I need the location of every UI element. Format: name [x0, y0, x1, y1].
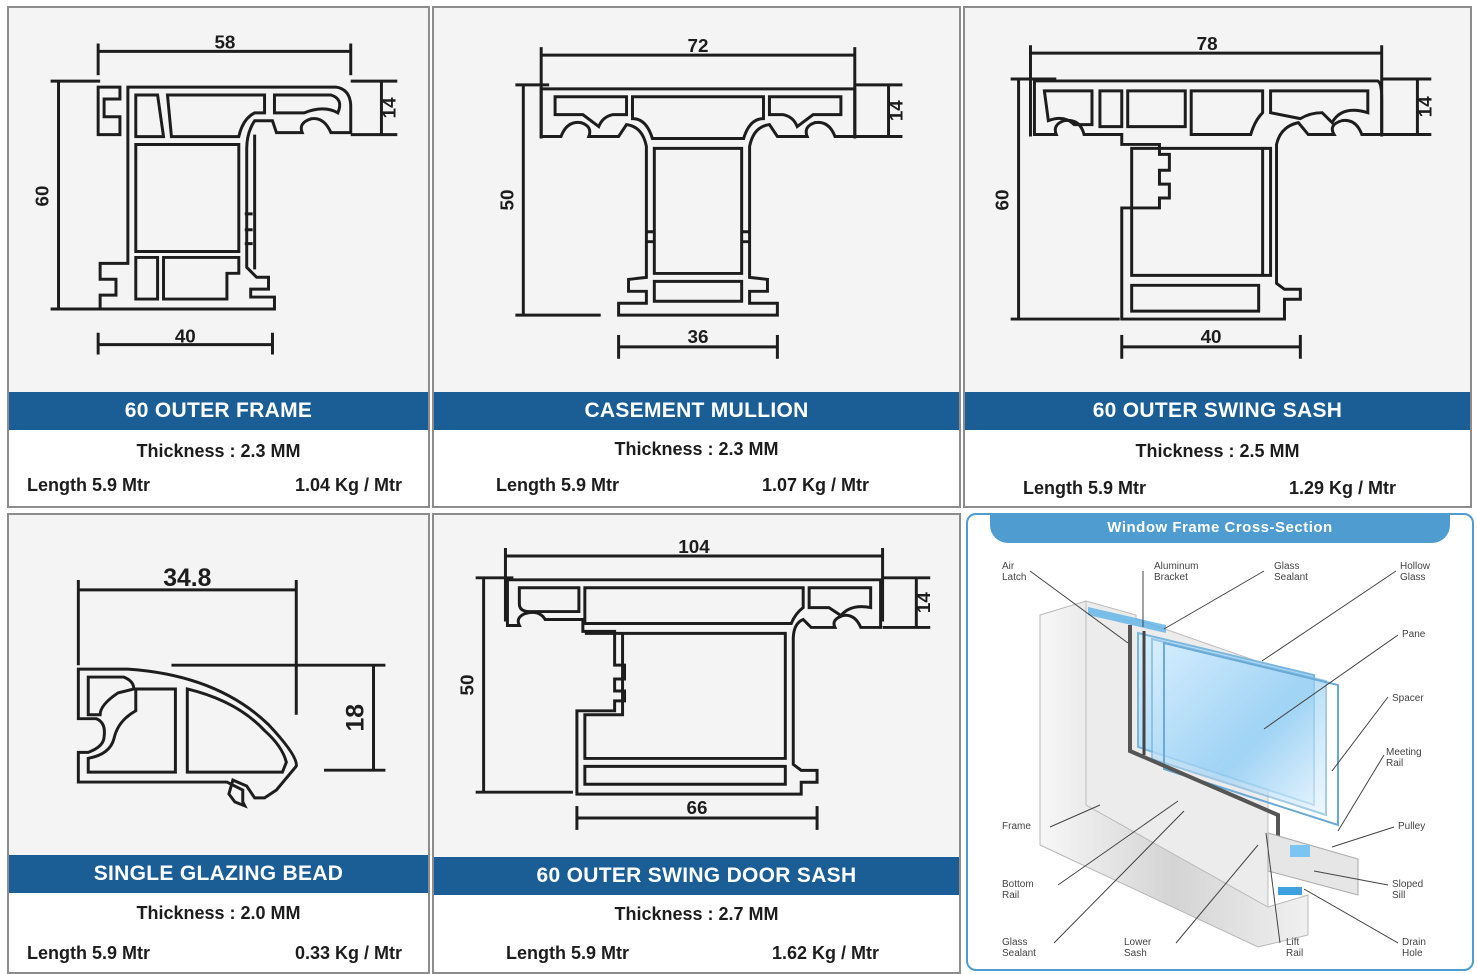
profile-card-outer-frame: 58 60 14 40 60 OUTER FRAME Thickness : 2… [7, 6, 430, 508]
door-sash-profile-diagram: 104 50 14 66 [457, 536, 934, 830]
dim-left: 50 [457, 675, 478, 696]
dim-right: 14 [1414, 96, 1435, 117]
dim-right: 14 [913, 592, 934, 613]
dim-bottom: 40 [175, 326, 196, 347]
length-label: Length 5.9 Mtr [27, 943, 151, 963]
dim-right: 14 [378, 97, 399, 118]
spec-row: Length 5.9 Mtr 1.04 Kg / Mtr [9, 466, 428, 506]
profile-title: 60 OUTER FRAME [9, 392, 428, 430]
cross-section-illustration [1029, 570, 1399, 948]
spec-row: Length 5.9 Mtr 1.62 Kg / Mtr [434, 933, 959, 972]
length-label: Length 5.9 Mtr [1023, 478, 1147, 498]
label-frame: Frame [1002, 821, 1031, 832]
weight-label: 1.04 Kg / Mtr [294, 475, 402, 495]
thickness-label: Thickness : 2.0 MM [9, 893, 428, 935]
glazing-bead-drawing: 34.8 18 [9, 515, 428, 855]
profile-title: CASEMENT MULLION [434, 392, 959, 430]
spec-row: Length 5.9 Mtr 0.33 Kg / Mtr [9, 933, 428, 972]
dim-top: 78 [1197, 33, 1218, 54]
dim-bottom: 66 [687, 797, 708, 818]
profile-title: 60 OUTER SWING SASH [965, 392, 1470, 430]
dim-top: 104 [678, 536, 710, 557]
length-label: Length 5.9 Mtr [27, 475, 151, 495]
dim-top: 72 [688, 35, 709, 56]
dim-top: 58 [214, 31, 235, 52]
dim-top: 34.8 [163, 565, 211, 592]
thickness-label: Thickness : 2.5 MM [965, 430, 1470, 472]
profile-card-single-glazing-bead: 34.8 18 SINGLE GLAZING BEAD Thickness : … [7, 513, 430, 974]
casement-mullion-profile-diagram: 72 50 14 36 [496, 35, 906, 359]
dim-bottom: 36 [688, 326, 709, 347]
dim-left: 60 [992, 190, 1013, 211]
weight-label: 1.29 Kg / Mtr [1288, 478, 1396, 498]
label-pulley: Pulley [1398, 821, 1426, 832]
spec-row: Length 5.9 Mtr 1.07 Kg / Mtr [434, 466, 959, 506]
label-pane: Pane [1402, 629, 1426, 640]
dim-left: 50 [496, 190, 517, 211]
window-frame-cross-section-panel: Window Frame Cross-Section [966, 513, 1474, 971]
dim-right: 14 [885, 100, 906, 121]
thickness-label: Thickness : 2.3 MM [9, 430, 428, 470]
dim-bottom: 40 [1201, 326, 1222, 347]
length-label: Length 5.9 Mtr [496, 475, 620, 495]
casement-mullion-drawing: 72 50 14 36 [434, 8, 959, 392]
door-sash-drawing: 104 50 14 66 [434, 515, 959, 855]
weight-label: 1.07 Kg / Mtr [761, 475, 869, 495]
thickness-label: Thickness : 2.7 MM [434, 895, 959, 935]
profile-card-outer-swing-door-sash: 104 50 14 66 60 OUTER SWING DOOR SASH Th… [432, 513, 961, 974]
label-spacer: Spacer [1392, 693, 1424, 704]
outer-frame-drawing: 58 60 14 40 [9, 8, 428, 392]
outer-swing-sash-drawing: 78 60 14 40 [965, 8, 1470, 392]
weight-label: 0.33 Kg / Mtr [294, 943, 402, 963]
spec-row: Length 5.9 Mtr 1.29 Kg / Mtr [965, 468, 1470, 506]
profile-card-casement-mullion: 72 50 14 36 CASEMENT MULLION Thickness :… [432, 6, 961, 508]
outer-swing-sash-profile-diagram: 78 60 14 40 [992, 33, 1435, 359]
weight-label: 1.62 Kg / Mtr [771, 943, 879, 963]
dim-left: 60 [32, 186, 53, 207]
length-label: Length 5.9 Mtr [506, 943, 630, 963]
outer-frame-profile-diagram: 58 60 14 40 [32, 31, 399, 355]
profile-title: 60 OUTER SWING DOOR SASH [434, 857, 959, 895]
glazing-bead-profile-diagram: 34.8 18 [76, 565, 386, 809]
profile-title: SINGLE GLAZING BEAD [9, 855, 428, 893]
cross-section-title: Window Frame Cross-Section [990, 515, 1450, 543]
thickness-label: Thickness : 2.3 MM [434, 430, 959, 470]
profile-card-outer-swing-sash: 78 60 14 40 60 OUTER SWING SASH Thicknes… [963, 6, 1472, 508]
dim-right: 18 [343, 704, 370, 732]
